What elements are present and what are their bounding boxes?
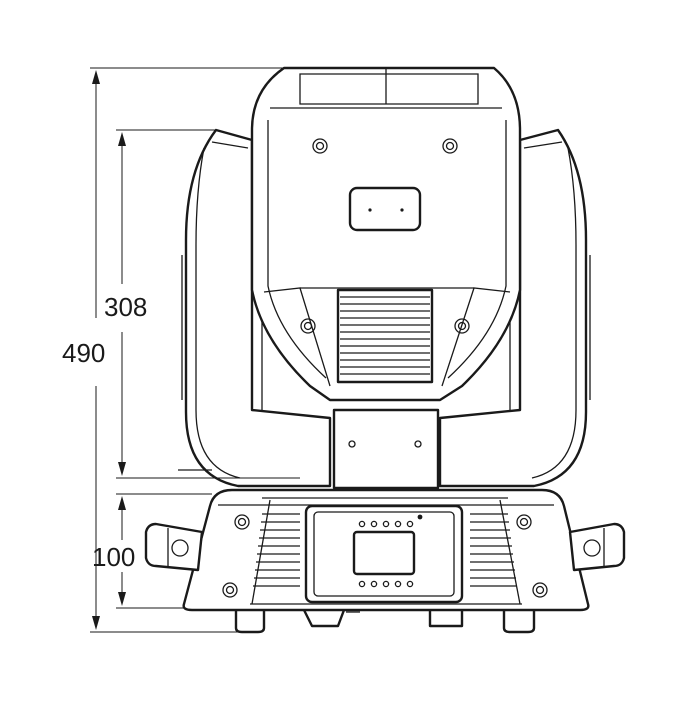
control-panel xyxy=(304,504,464,604)
base-handle-left xyxy=(144,522,204,572)
head-handle-plate xyxy=(348,186,422,232)
base-screws xyxy=(222,514,548,598)
head-vent-grille xyxy=(336,288,434,384)
head-screw-top-left xyxy=(312,138,328,154)
base-handle-right xyxy=(568,522,626,572)
base-body xyxy=(182,488,590,612)
dimension-base: 100 xyxy=(92,493,212,609)
base-feet xyxy=(234,609,536,634)
head-screw-bottom-right xyxy=(454,318,470,334)
head-screw-top-right xyxy=(442,138,458,154)
base-screw-top-right xyxy=(516,514,532,530)
dimension-label-base: 100 xyxy=(92,542,135,572)
base-vent-right xyxy=(470,513,517,587)
dimension-label-head: 308 xyxy=(104,292,147,322)
control-buttons-bottom xyxy=(358,580,414,588)
base-vent-left xyxy=(253,513,300,587)
head-body xyxy=(250,66,522,402)
dimension-total: 490 xyxy=(62,67,300,633)
head-screw-bottom-left xyxy=(300,318,316,334)
neck-plate xyxy=(332,408,440,490)
control-buttons-top xyxy=(358,514,423,528)
base-screw-bottom-right xyxy=(532,582,548,598)
base-screw-top-left xyxy=(234,514,250,530)
base-screw-bottom-left xyxy=(222,582,238,598)
dimension-label-total: 490 xyxy=(62,338,105,368)
dimension-head: 308 xyxy=(104,129,300,479)
display-screen xyxy=(352,530,416,576)
